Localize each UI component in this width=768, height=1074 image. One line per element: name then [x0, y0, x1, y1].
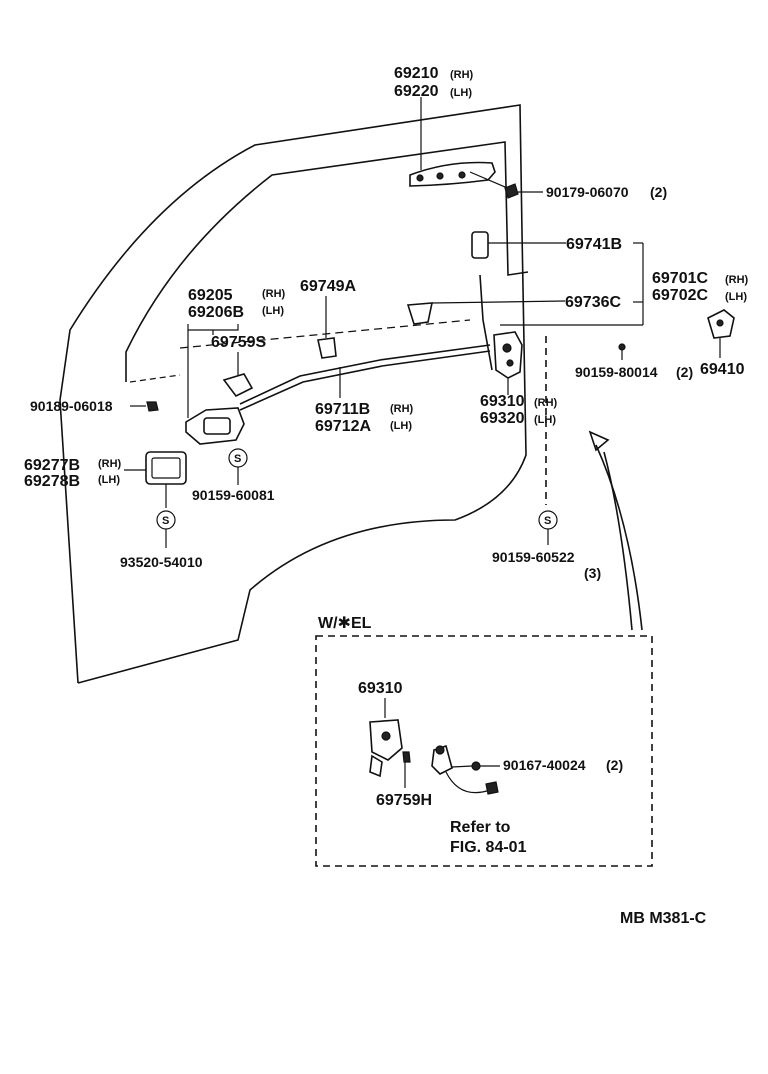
part-number-69277b: 69277B	[24, 457, 80, 474]
side-69210: (RH)	[450, 69, 474, 81]
side-69711b: (RH)	[390, 403, 414, 415]
lock-bellcrank-part	[222, 373, 254, 398]
part-number-69278b: 69278B	[24, 473, 80, 490]
part-number-69741b: 69741B	[566, 236, 622, 253]
side-69278b: (LH)	[98, 474, 120, 486]
screw-90159-80014-part	[618, 343, 626, 360]
inset-part-number-69310: 69310	[358, 680, 403, 697]
lock-knob-part	[471, 231, 566, 259]
bolt-90189-part	[130, 401, 159, 412]
part-number-90189-06018: 90189-06018	[30, 398, 113, 414]
inside-handle-part	[185, 407, 245, 445]
side-69205: (RH)	[262, 288, 286, 300]
screw-symbol-label: S	[162, 515, 169, 527]
side-69277b: (RH)	[98, 458, 122, 470]
qty-90159-60522: (3)	[584, 565, 601, 581]
inset-lock-assembly-part	[369, 719, 411, 778]
part-number-69702c: 69702C	[652, 287, 708, 304]
inside-handle-bezel-part	[124, 451, 187, 508]
part-number-69205: 69205	[188, 287, 233, 304]
screw-symbol-93520	[156, 510, 176, 548]
inset-title: W/✱EL	[318, 615, 372, 632]
side-69702c: (LH)	[725, 291, 747, 303]
outside-handle-part	[409, 97, 519, 199]
part-number-69310: 69310	[480, 393, 525, 410]
screw-symbol-label: S	[234, 453, 241, 465]
side-69701c: (RH)	[725, 274, 749, 286]
refer-to-text: Refer to	[450, 819, 511, 836]
part-number-69210: 69210	[394, 65, 439, 82]
door-striker-part	[707, 309, 735, 358]
diagram-code: MB M381-C	[620, 910, 707, 927]
rod-clip-69749a-part	[317, 337, 337, 359]
part-number-90159-60081: 90159-60081	[192, 487, 275, 503]
inset-qty-90167-40024: (2)	[606, 757, 623, 773]
qty-90179-06070: (2)	[650, 184, 667, 200]
door-lock-assembly-part	[493, 331, 523, 395]
qty-90159-80014: (2)	[676, 364, 693, 380]
part-number-69759s: 69759S	[211, 334, 266, 351]
side-69320: (LH)	[534, 414, 556, 426]
part-number-93520-54010: 93520-54010	[120, 554, 203, 570]
part-number-69712a: 69712A	[315, 418, 371, 435]
inset-panel-w-el	[315, 635, 653, 867]
side-69206b: (LH)	[262, 305, 284, 317]
part-number-69320: 69320	[480, 410, 525, 427]
part-number-90179-06070: 90179-06070	[546, 184, 629, 200]
refer-figure-text: FIG. 84-01	[450, 839, 527, 856]
inset-part-number-90167-40024: 90167-40024	[503, 757, 586, 773]
screw-symbol-90159-60081	[228, 448, 248, 485]
part-number-90159-60522: 90159-60522	[492, 549, 575, 565]
reference-arrow	[588, 430, 643, 631]
side-69712a: (LH)	[390, 420, 412, 432]
part-number-69736c: 69736C	[565, 294, 621, 311]
inset-part-number-69759h: 69759H	[376, 792, 432, 809]
rod-clip-part	[406, 300, 566, 325]
screw-symbol-90159-60522	[538, 510, 558, 545]
part-number-69749a: 69749A	[300, 278, 356, 295]
inset-actuator-part	[431, 744, 500, 795]
side-69220: (LH)	[450, 87, 472, 99]
part-number-69206b: 69206B	[188, 304, 244, 321]
screw-symbol-label: S	[544, 515, 551, 527]
part-number-69220: 69220	[394, 83, 439, 100]
part-number-90159-80014: 90159-80014	[575, 364, 658, 380]
part-number-69701c: 69701C	[652, 270, 708, 287]
part-number-69410: 69410	[700, 361, 745, 378]
part-number-69711b: 69711B	[315, 401, 370, 418]
link-rod-part	[239, 344, 491, 405]
door-panel-outline	[59, 104, 529, 684]
